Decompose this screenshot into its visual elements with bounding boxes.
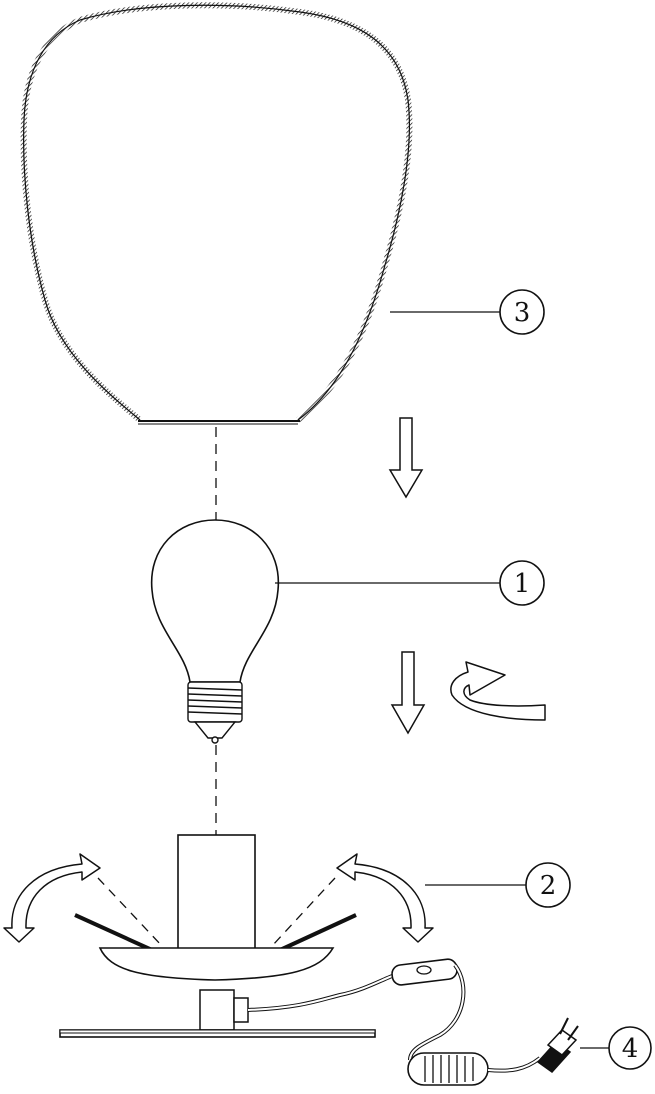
light-bulb xyxy=(150,519,280,744)
callout-bulb: 1 xyxy=(275,560,545,606)
power-cord xyxy=(247,958,542,1086)
lamp-shade xyxy=(20,2,413,425)
callout-number: 3 xyxy=(514,298,531,328)
down-arrow-icon xyxy=(388,417,424,499)
callout-plug: 4 xyxy=(580,1026,652,1070)
plug-icon xyxy=(536,1017,579,1073)
callout-base: 2 xyxy=(425,862,571,908)
callout-number: 1 xyxy=(514,569,531,599)
lamp-base xyxy=(59,834,376,1038)
rotate-clockwise-icon xyxy=(450,661,546,721)
callout-number: 4 xyxy=(622,1034,639,1064)
tilt-left-arrow-icon xyxy=(3,853,101,943)
tilt-right-arrow-icon xyxy=(336,853,434,943)
down-arrow-icon xyxy=(390,651,426,735)
callout-number: 2 xyxy=(540,871,557,901)
callout-shade: 3 xyxy=(390,289,545,335)
